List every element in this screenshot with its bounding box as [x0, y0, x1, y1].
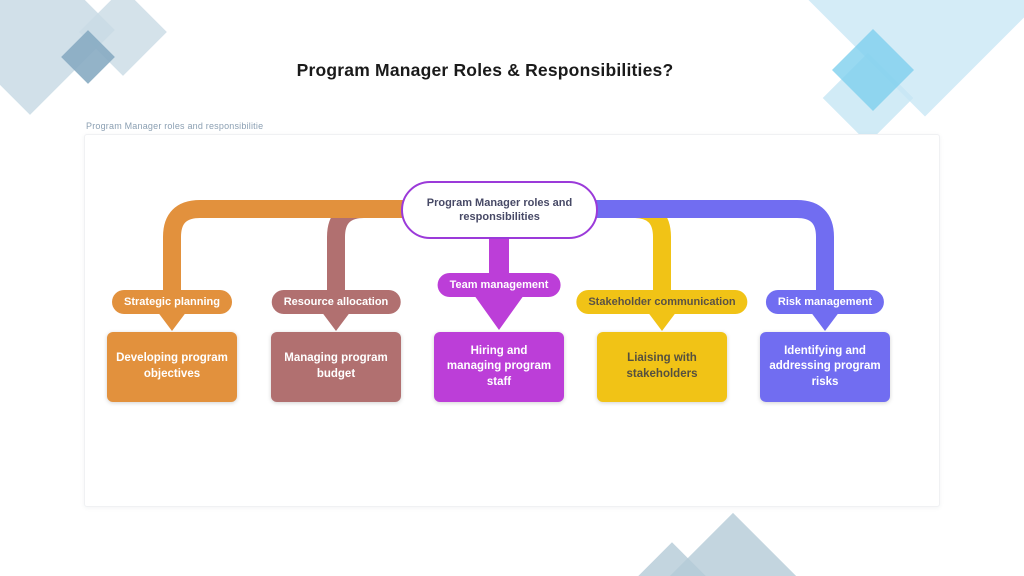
node-liaising-with-stakeholders[interactable]: Liaising with stakeholders: [597, 332, 727, 402]
branch-label-risk-management[interactable]: Risk management: [765, 290, 885, 314]
canvas-label: Program Manager roles and responsibiliti…: [86, 121, 264, 131]
connector-strategic-planning: [163, 200, 415, 305]
page-title: Program Manager Roles & Responsibilities…: [296, 60, 674, 80]
node-hiring-and-managing-program-staff[interactable]: Hiring and managing program staff: [434, 332, 564, 402]
branch-label-strategic-planning[interactable]: Strategic planning: [112, 290, 232, 314]
root-node[interactable]: Program Manager roles and responsibiliti…: [401, 181, 598, 239]
branch-label-stakeholder-communication[interactable]: Stakeholder communication: [576, 290, 748, 314]
diagram-canvas: Program Manager roles and responsibiliti…: [84, 134, 940, 507]
arrowhead-team-management: [474, 295, 524, 330]
node-managing-program-budget[interactable]: Managing program budget: [271, 332, 401, 402]
branch-label-team-management[interactable]: Team management: [437, 273, 561, 297]
branch-label-resource-allocation[interactable]: Resource allocation: [271, 290, 401, 314]
node-identifying-addressing-program-risks[interactable]: Identifying and addressing program risks: [760, 332, 890, 402]
node-developing-program-objectives[interactable]: Developing program objectives: [107, 332, 237, 402]
connector-risk-management: [585, 200, 834, 305]
